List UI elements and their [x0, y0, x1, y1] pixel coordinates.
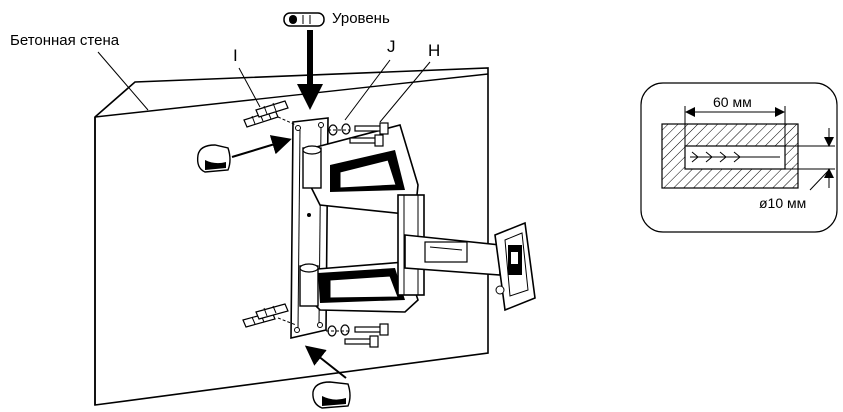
drilled-hole: [684, 145, 786, 170]
depth-label: 60 мм: [713, 94, 752, 110]
wall-anchor-icon: [255, 303, 289, 320]
tv-bracket: [494, 221, 536, 312]
part-h-label: H: [428, 41, 441, 60]
level-icon: [283, 12, 325, 27]
upper-screws: [243, 100, 389, 147]
wall-label: Бетонная стена: [10, 32, 120, 49]
diameter-dimension: [785, 128, 835, 191]
upper-arm: [302, 124, 419, 216]
extension-arm: [404, 234, 501, 276]
wall-leader-line: [97, 51, 149, 111]
lower-puck-arrow: [304, 345, 347, 379]
part-j-label: J: [387, 37, 396, 56]
lower-level-puck: [312, 381, 351, 409]
screw-icon: [349, 122, 389, 147]
depth-dimension: [684, 106, 786, 146]
diameter-label: ø10 мм: [759, 195, 807, 211]
level-label: Уровень: [332, 10, 390, 27]
part-j-leader: [344, 59, 391, 121]
part-h-leader: [379, 61, 431, 123]
screw-icon: [344, 323, 389, 348]
part-i-label: I: [233, 46, 238, 65]
lower-screws: [242, 303, 389, 348]
lower-arm: [299, 261, 419, 313]
upper-level-puck: [196, 144, 231, 173]
upper-puck-arrow: [231, 135, 292, 158]
part-i-leader: [238, 67, 261, 108]
detail-inset: [640, 82, 838, 233]
level-arrow: [297, 30, 323, 110]
wall-anchor-icon: [255, 100, 289, 118]
